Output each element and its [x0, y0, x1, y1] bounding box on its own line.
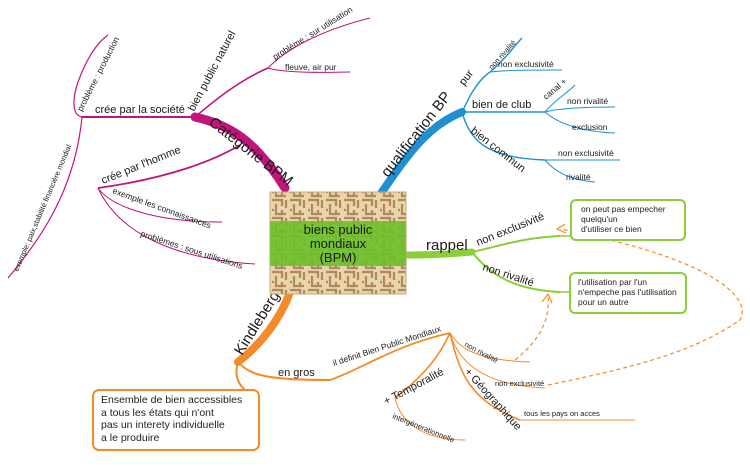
label-bien-de-club: bien de club — [472, 99, 531, 111]
label-probleme-sur-utilisation: problème : sur utilisation — [271, 4, 355, 61]
note-line: d'utiliser ce bien — [581, 224, 642, 234]
center-title-line-2: mondiaux — [310, 236, 367, 251]
label-pur: pur — [457, 68, 476, 88]
note-line: a tous les états qui n'ont — [101, 406, 214, 419]
rappel-branch: rappel non exclusivité non rivalité — [401, 211, 570, 293]
label-kind-non-rivalite: non rivalité — [463, 340, 499, 365]
note-line: a le produire — [101, 431, 160, 444]
label-temporalite: + Temporalité — [382, 366, 446, 408]
label-tous-les-pays: tous les pays on acces — [524, 409, 600, 418]
center-title-line-3: (BPM) — [320, 250, 357, 265]
label-intergenerationnelle: intergénerationnelle — [391, 412, 455, 445]
note-kindleberg-definition[interactable]: Ensemble de bien accessibles a tous les … — [92, 389, 260, 451]
label-rappel: rappel — [426, 237, 468, 254]
note-line: Ensemble de bien accessibles — [101, 394, 243, 406]
note-line: pas un interety individuelle — [101, 419, 225, 431]
note-non-exclusivite[interactable]: on peut pas empecher quelqu'un d'utilise… — [570, 199, 686, 241]
label-non-exclusivite-commun: non exclusivité — [558, 148, 614, 158]
label-kind-non-exclusivite: non exclusivité — [495, 379, 544, 388]
note-line: quelqu'un — [581, 214, 618, 224]
center-node[interactable]: biens public mondiaux (BPM) — [269, 191, 407, 295]
label-exclusion: exclusion — [572, 122, 608, 132]
label-en-gros: en gros — [278, 367, 315, 379]
label-definit-bpm: il definit Bien Public Mondiaux — [332, 323, 443, 368]
label-non-rivalite-club: non rivalité — [567, 96, 608, 106]
right-top-branch: qualification BP pur non rivalité non ex… — [376, 37, 620, 199]
note-line: n'empeche pas l'utilisation — [578, 287, 677, 297]
label-rivalite: rivalité — [566, 172, 591, 182]
label-bien-commun: bien commun — [468, 125, 527, 175]
label-problemes-sous-utilisations: problèmes : sous utilisations — [139, 228, 244, 271]
label-cree-societe: crée par la société — [95, 104, 185, 116]
note-line: pour un autre — [578, 297, 629, 307]
label-geographique: + Géographique — [462, 366, 524, 433]
label-qualification-bp: qualification BP — [378, 89, 455, 181]
label-fleuve-air-pur: fleuve, air pur — [285, 62, 337, 72]
label-exemple-paix: exemple: paix,stabilité financière mondi… — [12, 143, 74, 273]
label-bien-public-naturel: bien public naturel — [186, 29, 239, 113]
label-canal: canal + — [541, 76, 569, 101]
note-line: l'utilisation par l'un — [578, 277, 647, 287]
note-non-rivalite[interactable]: l'utilisation par l'un n'empeche pas l'u… — [569, 272, 687, 314]
center-title-line-1: biens public — [304, 222, 373, 237]
label-non-exclusivite-pur: non exclusivité — [498, 59, 554, 69]
note-line: on peut pas empecher — [581, 204, 666, 214]
center-band — [270, 221, 406, 266]
label-categorie-bpm: Catégorie BPM — [206, 114, 297, 190]
label-rappel-non-rivalite: non rivalité — [481, 261, 535, 289]
